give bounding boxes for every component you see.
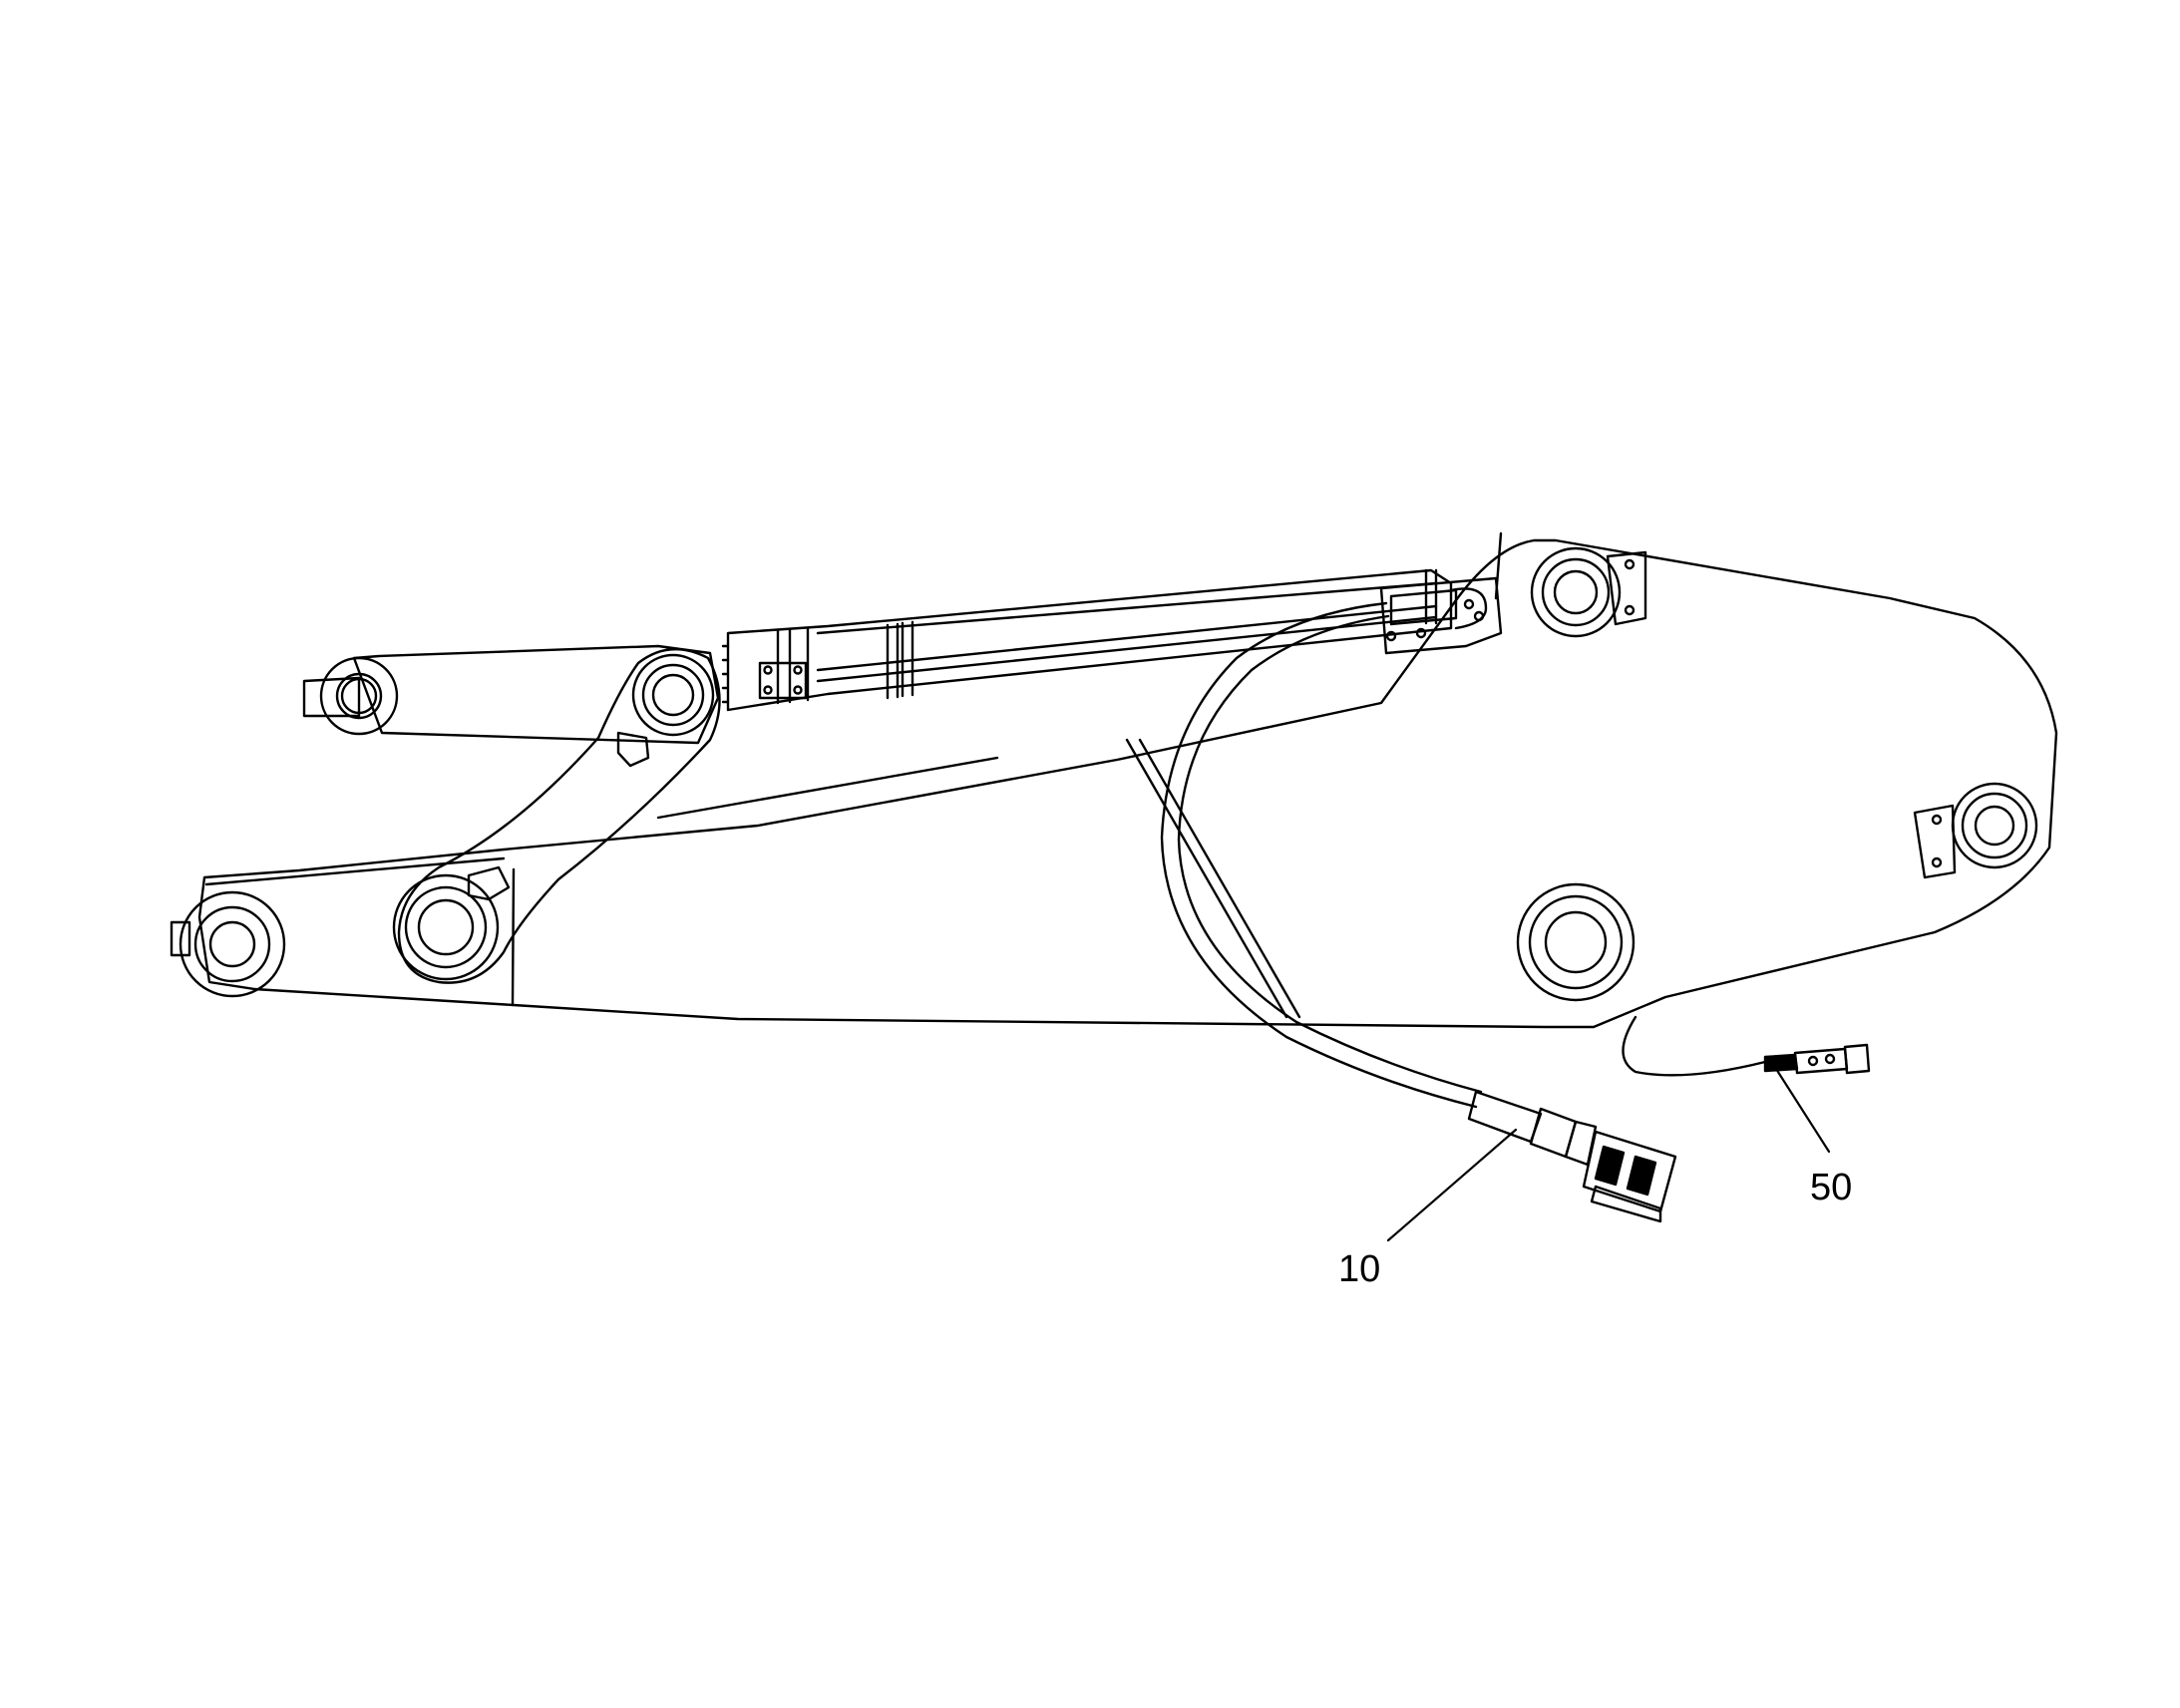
rod-end-block [1379, 576, 1503, 655]
curved-link [397, 647, 721, 984]
electrical-cable [1622, 1015, 1871, 1077]
link-arm [302, 644, 720, 745]
pin-boss-rear-link [319, 656, 399, 736]
callout-label-50: 50 [1810, 1167, 1853, 1208]
boom-body [197, 531, 2058, 1029]
pin-boss-top [1530, 546, 1647, 638]
pin-boss-curved-link-top [616, 653, 715, 768]
pin-boss-curved-link-bottom [392, 865, 511, 981]
hydraulic-hose [1160, 601, 1677, 1223]
leader-line-10 [1386, 1128, 1518, 1242]
callout-label-10: 10 [1338, 1248, 1381, 1290]
pin-boss-boom-foot [170, 890, 286, 998]
leader-line-50 [1774, 1067, 1831, 1154]
hydraulic-cylinder [721, 568, 1453, 712]
callout-leaders [1386, 1067, 1831, 1242]
pin-boss-nose [1913, 782, 2038, 879]
pin-boss-center [1516, 882, 1635, 1002]
